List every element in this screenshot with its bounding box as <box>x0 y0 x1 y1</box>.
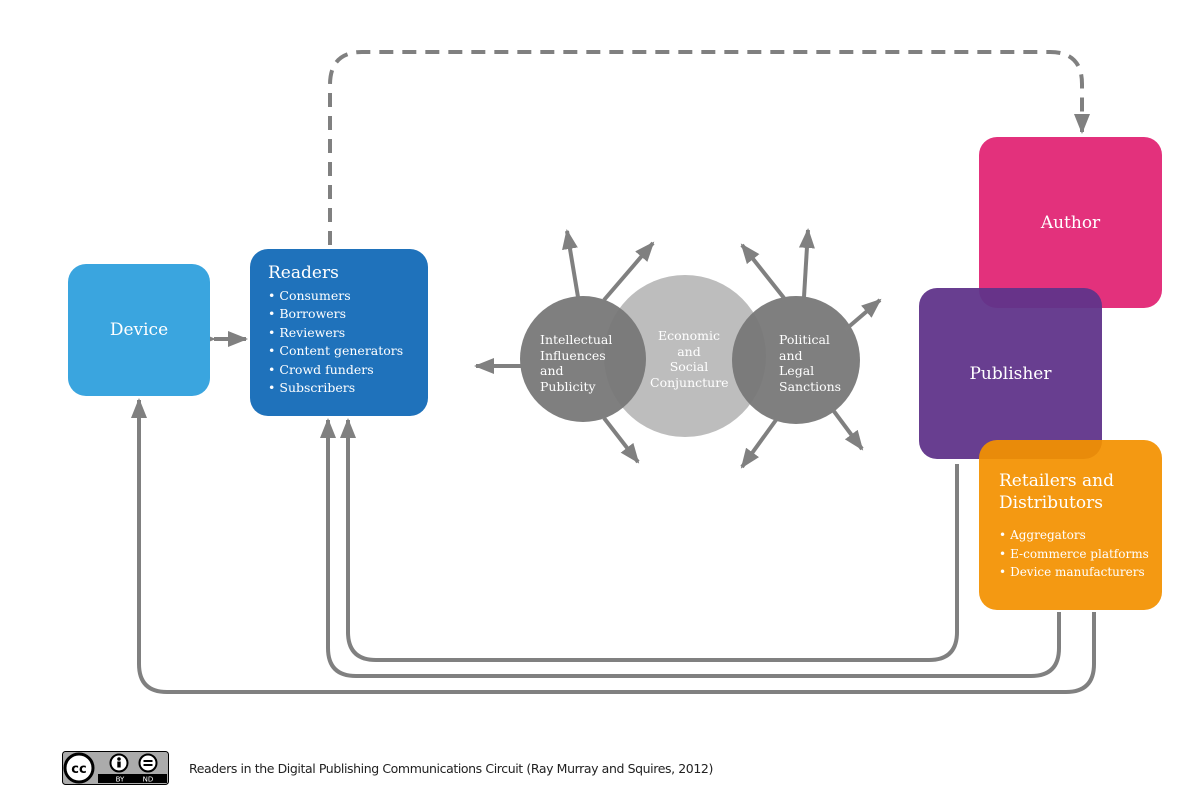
readers-list: Consumers Borrowers Reviewers Content ge… <box>268 287 428 397</box>
economic-circle <box>604 275 766 437</box>
label-line: and <box>677 343 701 359</box>
economic-label: Economic and Social Conjuncture <box>650 328 729 390</box>
list-item: Borrowers <box>268 305 428 323</box>
cc-icon: cc <box>63 752 95 784</box>
readers-title: Readers <box>268 263 339 283</box>
radiating-arrows <box>562 228 882 469</box>
by-badge-label: BY <box>116 776 125 784</box>
retailers-title-line: Distributors <box>999 493 1103 513</box>
list-item: Reviewers <box>268 324 428 342</box>
list-item: E-commerce platforms <box>999 545 1162 564</box>
nd-icon <box>138 753 158 773</box>
footer: cc BY ND Readers in the Digital Publishi… <box>62 751 713 785</box>
intellectual-label: Intellectual Influences and Publicity <box>540 332 612 394</box>
list-item: Consumers <box>268 287 428 305</box>
intellectual-circle <box>520 296 646 422</box>
list-item: Crowd funders <box>268 361 428 379</box>
retailers-box: Retailers and Distributors Aggregators E… <box>979 440 1162 610</box>
label-line: Legal <box>779 363 815 378</box>
publisher-label: Publisher <box>969 363 1052 384</box>
retailers-title-line: Retailers and <box>999 471 1114 491</box>
author-box: Author <box>979 137 1162 308</box>
figure-caption: Readers in the Digital Publishing Commun… <box>189 760 713 776</box>
list-item: Aggregators <box>999 526 1162 545</box>
feedback-dashed-arrow <box>328 50 1090 245</box>
list-item: Subscribers <box>268 379 428 397</box>
label-line: Sanctions <box>779 378 842 394</box>
political-label: Political and Legal Sanctions <box>779 332 841 394</box>
readers-box: Readers Consumers Borrowers Reviewers Co… <box>250 249 428 416</box>
list-item: Device manufacturers <box>999 563 1162 582</box>
label-line: Influences <box>540 347 606 363</box>
cc-license-badge[interactable]: cc BY ND <box>62 751 169 785</box>
retailers-list: Aggregators E-commerce platforms Device … <box>999 526 1162 582</box>
publisher-readers-loop <box>340 418 959 662</box>
label-line: Economic <box>657 328 721 343</box>
svg-text:cc: cc <box>71 762 86 777</box>
nd-badge-label: ND <box>143 776 154 784</box>
retailers-device-loop <box>131 398 1096 694</box>
political-circle <box>732 296 860 424</box>
device-label: Device <box>109 320 169 340</box>
label-line: Intellectual <box>540 332 613 347</box>
by-icon <box>109 753 129 773</box>
label-line: Conjuncture <box>650 374 729 390</box>
label-line: Political <box>779 332 830 347</box>
author-label: Author <box>1040 212 1101 233</box>
conjuncture-circles <box>520 275 860 437</box>
label-line: and <box>540 363 564 378</box>
publisher-box: Publisher <box>919 288 1102 459</box>
list-item: Content generators <box>268 342 428 360</box>
label-line: Publicity <box>540 378 596 394</box>
label-line: and <box>779 347 803 363</box>
retailers-readers-loop <box>320 418 1061 678</box>
device-box: Device <box>68 264 210 396</box>
label-line: Social <box>669 359 709 374</box>
retailers-title: Retailers and Distributors <box>999 470 1162 514</box>
